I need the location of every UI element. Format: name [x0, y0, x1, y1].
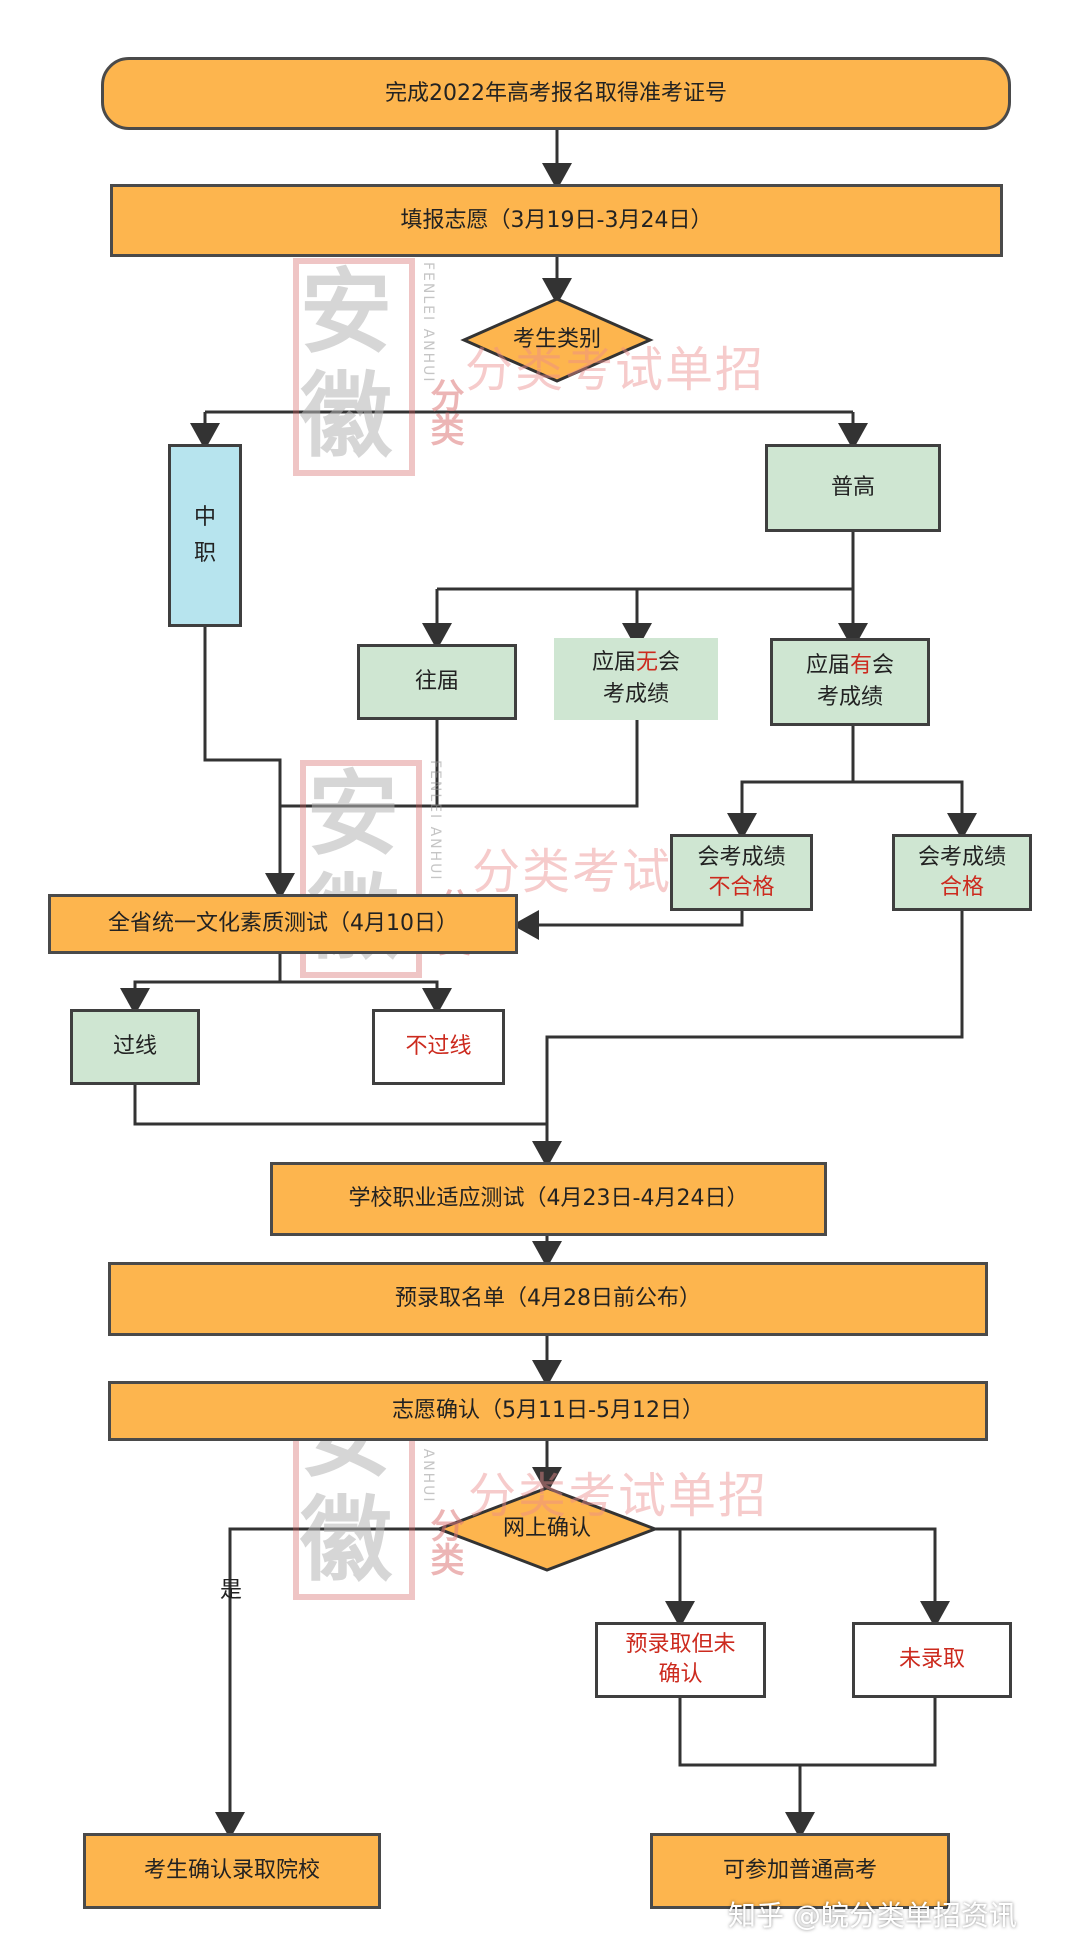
watermark-logo-char: 安	[300, 258, 393, 366]
candidate-type-label: 考生类别	[512, 327, 601, 352]
edge-no-score-down	[280, 720, 639, 808]
current-with-score-line2: 考成绩	[816, 685, 883, 710]
current-no-score-node: 应届无会 考成绩	[554, 638, 718, 720]
credit-text: 知乎 @皖分类单招资讯	[728, 1899, 1017, 1932]
vocational-node: 中 职	[168, 444, 242, 627]
vocational-char: 中	[193, 504, 216, 530]
watermark-pinyin: FENLEI ANHUI	[427, 760, 443, 882]
score-pass-node: 会考成绩 合格	[892, 834, 1032, 911]
online-confirm-label: 网上确认	[502, 1516, 591, 1541]
text-part: 应届	[591, 650, 636, 675]
general-high-node: 普高	[765, 444, 941, 532]
not-admitted-node: 未录取	[852, 1622, 1012, 1698]
edge-test-split	[120, 954, 282, 1015]
watermark-frame	[300, 760, 422, 978]
decision-online-confirm	[434, 1486, 660, 1572]
current-with-score-line1: 应届有会	[806, 650, 894, 682]
pre-admission-node: 预录取名单（4月28日前公布）	[108, 1262, 988, 1336]
current-no-score-line2: 考成绩	[602, 682, 669, 707]
watermark-tag: 分类	[424, 1508, 464, 1576]
edge-to-pass	[853, 780, 977, 840]
score-fail-line1: 会考成绩	[697, 844, 786, 870]
watermark-frame	[293, 258, 415, 476]
start-node: 完成2022年高考报名取得准考证号	[101, 57, 1011, 130]
confirm-choice-node: 志愿确认（5月11日-5月12日）	[108, 1381, 988, 1441]
edge-vocational-down	[203, 627, 295, 900]
pre-not-confirmed-line1: 预录取但未	[625, 1632, 736, 1657]
watermark-tag: 分类	[424, 378, 464, 446]
passed-line-node: 过线	[70, 1009, 200, 1085]
decision-candidate-type	[460, 297, 654, 383]
fill-application-node: 填报志愿（3月19日-3月24日）	[110, 184, 1003, 257]
text-part-red: 无	[635, 650, 658, 675]
edge-online-right	[655, 1527, 950, 1628]
not-passed-line-node: 不过线	[372, 1009, 505, 1085]
text-part: 会	[872, 653, 895, 678]
watermark-text: 分类考试单招	[468, 1468, 769, 1524]
current-with-score-node: 应届有会 考成绩	[770, 638, 930, 726]
vocational-char: 职	[193, 540, 216, 566]
edge-pass-score-down	[532, 911, 964, 1168]
current-no-score-line1: 应届无会	[592, 647, 680, 679]
pre-not-confirmed-node: 预录取但未 确认	[595, 1622, 766, 1698]
watermark-text: 分类考试单招	[465, 342, 766, 398]
edge-fail-to-test	[512, 910, 744, 940]
score-pass-line2: 合格	[939, 874, 984, 900]
edge-general-split	[437, 532, 855, 591]
score-fail-line2: 不合格	[708, 874, 775, 900]
text-part: 会	[658, 650, 681, 675]
text-part: 应届	[805, 653, 850, 678]
confirm-school-node: 考生确认录取院校	[83, 1833, 381, 1909]
pre-not-confirmed-line2: 确认	[658, 1662, 703, 1687]
edge-test-split-right	[280, 980, 452, 1015]
edge-pass-line-down	[133, 1085, 547, 1126]
score-fail-node: 会考成绩 不合格	[670, 834, 813, 911]
join-gaokao-node: 可参加普通高考	[650, 1833, 950, 1909]
yes-label: 是	[220, 1578, 243, 1603]
edge-with-score-split	[727, 726, 855, 840]
watermark-logo-char: 徽	[300, 1486, 393, 1594]
province-test-node: 全省统一文化素质测试（4月10日）	[48, 894, 518, 954]
watermark-logo-char: 安	[307, 760, 400, 868]
watermark-logo-char: 徽	[300, 362, 393, 470]
edge-online-yes	[215, 1527, 457, 1839]
text-part-red: 有	[849, 653, 872, 678]
watermark-pinyin: FENLEI ANHUI	[420, 262, 436, 384]
edge-merge-bottom	[678, 1698, 937, 1767]
score-pass-line1: 会考成绩	[917, 844, 1006, 870]
previous-grad-node: 往届	[357, 644, 517, 720]
school-test-node: 学校职业适应测试（4月23日-4月24日）	[270, 1162, 827, 1236]
